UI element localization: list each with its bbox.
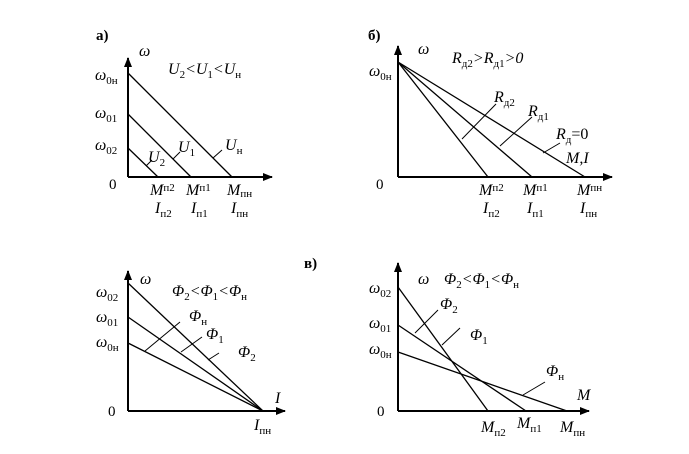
F1-label: Φ1 [470, 327, 488, 347]
condition-label: Φ2<Φ1<Φн [444, 271, 519, 291]
w0n-label: ω0н [95, 67, 118, 87]
leader-F1 [180, 336, 203, 353]
y-axis-label: ω [418, 271, 429, 288]
panel-b-tag: б) [368, 28, 381, 44]
line-U2 [127, 147, 159, 178]
line-Rd1 [397, 61, 533, 178]
condition-label: Φ2<Φ1<Φн [172, 283, 247, 303]
panel-b: б) ω 0 M,I Rд2>Rд1>0 ω0н Rд2 Rд1 Rд=0 Mп… [368, 28, 613, 220]
line-U1 [127, 113, 192, 178]
w02-label: ω02 [369, 280, 391, 300]
w01-label: ω01 [96, 309, 118, 329]
Fn-label: Φн [189, 308, 207, 328]
w0n-label: ω0н [369, 63, 392, 83]
leader-Fn [522, 381, 546, 396]
line-Un [127, 72, 233, 178]
line-F1 [127, 316, 264, 412]
U2-label: U2 [148, 149, 165, 169]
Fn-label: Φн [546, 363, 564, 383]
Mp1-label: Mп1 [522, 182, 548, 199]
leader-Rd1 [499, 116, 533, 147]
Mp2-label: Mп2 [478, 182, 504, 199]
origin-label: 0 [376, 177, 384, 193]
x-axis-label: M,I [565, 150, 589, 167]
line-F2 [127, 282, 264, 412]
panel-d: ω 0 M Φ2<Φ1<Φн ω02 ω01 ω0н Φ2 Φ1 Φн Mп2 … [369, 262, 592, 439]
line-F1 [397, 324, 527, 412]
origin-label: 0 [108, 404, 116, 420]
line-F2 [397, 286, 489, 412]
Mpn-label: Mпн [576, 182, 602, 199]
x-axis-label: M [576, 387, 592, 404]
y-axis-label: ω [140, 271, 151, 288]
w02-label: ω02 [95, 137, 117, 157]
Mp2-label: Mп2 [149, 182, 175, 199]
leader-F1 [441, 327, 461, 346]
F2-label: Φ2 [440, 296, 458, 316]
Rd1-label: Rд1 [527, 103, 549, 123]
panel-c-tag: в) [304, 256, 317, 272]
leader-U2 [145, 159, 153, 167]
leader-Un [212, 149, 223, 159]
Ipn-label: Iпн [579, 200, 597, 220]
F2-label: Φ2 [238, 344, 256, 364]
x-axis-label: I [274, 390, 281, 407]
panel-c: в) ω 0 I Φ2<Φ1<Φн ω02 ω01 ω0н Φн Φ1 Φ2 I… [96, 256, 317, 437]
panel-a-tag: а) [96, 28, 109, 44]
Rd0-label: Rд=0 [555, 126, 588, 146]
Ip1-label: Iп1 [190, 200, 208, 220]
Rd2-label: Rд2 [493, 89, 515, 109]
Mp2-label: Mп2 [480, 419, 506, 439]
line-Rd0 [397, 61, 586, 178]
line-Rd2 [397, 61, 489, 178]
Mpn-label: Mпн [226, 182, 252, 200]
Mp1-label: Mп1 [516, 415, 542, 435]
origin-label: 0 [109, 177, 117, 193]
condition-label: U2<U1<Uн [168, 61, 241, 81]
leader-Rd0 [542, 142, 561, 154]
Mpn-label: Mпн [559, 419, 585, 439]
leader-Fn [144, 321, 181, 352]
y-axis-label: ω [418, 41, 429, 58]
panel-a: а) ω 0 U2<U1<Uн ω0н ω01 ω02 U2 U1 Uн Mп2… [95, 28, 273, 220]
leader-F2 [207, 352, 220, 361]
Ip2-label: Iп2 [154, 200, 172, 220]
Ipn-label: Iпн [253, 417, 271, 437]
line-Fn [397, 351, 568, 412]
leader-F2 [414, 309, 439, 334]
leader-Rd2 [461, 103, 497, 140]
origin-label: 0 [377, 404, 385, 420]
w02-label: ω02 [96, 284, 118, 304]
Mp1-label: Mп1 [185, 182, 211, 199]
Ip1-label: Iп1 [526, 200, 544, 220]
w0n-label: ω0н [369, 341, 392, 361]
F1-label: Φ1 [206, 326, 224, 346]
line-Fn [127, 342, 264, 412]
y-axis-label: ω [139, 43, 150, 60]
w01-label: ω01 [369, 315, 391, 335]
U1-label: U1 [178, 139, 195, 159]
leader-U1 [172, 151, 181, 160]
Un-label: Uн [225, 137, 243, 157]
w0n-label: ω0н [96, 334, 119, 354]
Ip2-label: Iп2 [482, 200, 500, 220]
condition-label: Rд2>Rд1>0 [451, 50, 523, 70]
Ipn-label: Iпн [230, 200, 248, 220]
w01-label: ω01 [95, 105, 117, 125]
